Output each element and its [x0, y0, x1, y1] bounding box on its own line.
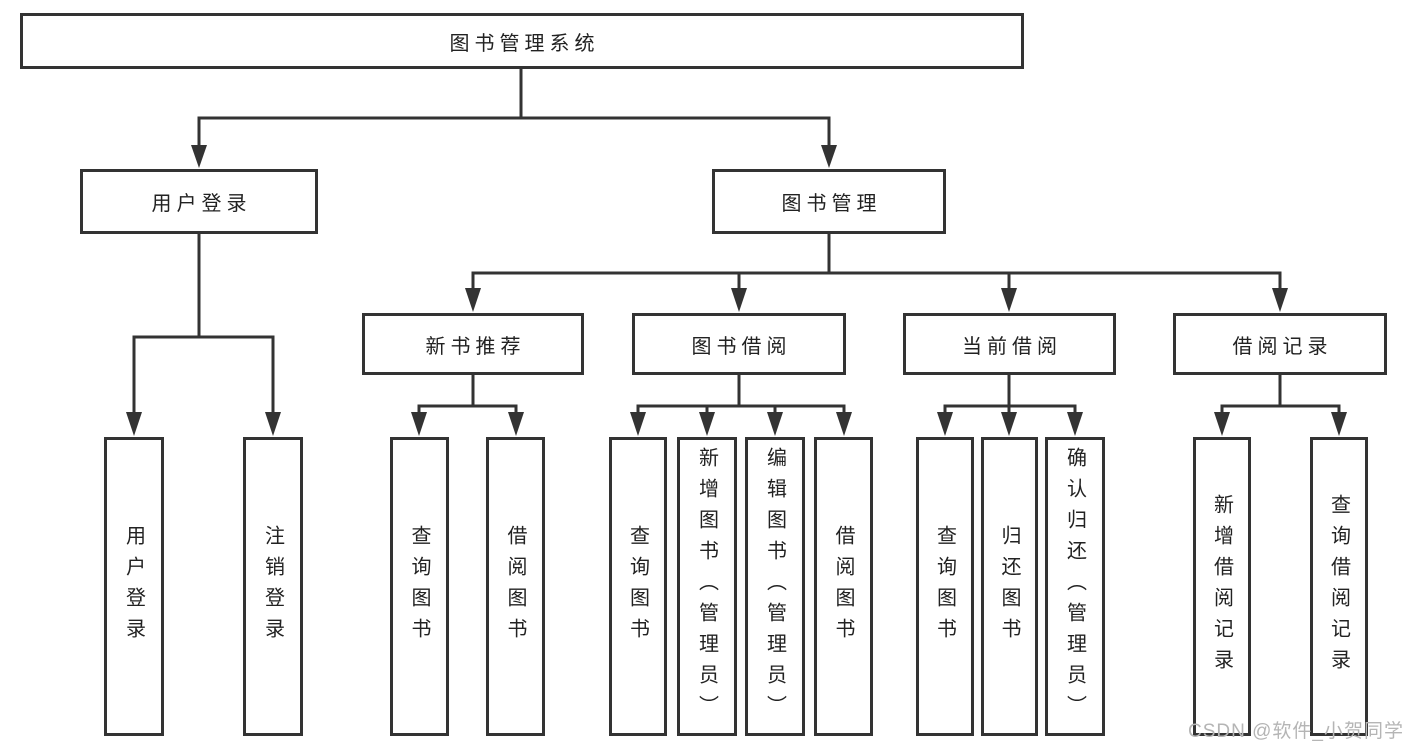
leaf-borrow-book-1: 借阅图书 [486, 437, 545, 736]
connector-root [191, 67, 837, 168]
node-current-borrow: 当前借阅 [903, 313, 1116, 375]
leaf-logout-label: 注销登录 [261, 524, 284, 649]
leaf-edit-book-admin: 编辑图书（管理员） [745, 437, 805, 736]
connector-book-borrow [630, 373, 852, 436]
leaf-add-borrow-record-label: 新增借阅记录 [1210, 493, 1233, 680]
leaf-query-book-1-label: 查询图书 [408, 524, 430, 649]
leaf-query-book-2: 查询图书 [609, 437, 667, 736]
leaf-query-book-3-label: 查询图书 [933, 524, 956, 649]
leaf-add-borrow-record: 新增借阅记录 [1193, 437, 1251, 736]
node-user-login: 用户登录 [80, 169, 318, 234]
node-borrow-records-label: 借阅记录 [1232, 335, 1333, 358]
leaf-user-login-label: 用户登录 [122, 524, 145, 649]
leaf-confirm-return-admin: 确认归还（管理员） [1045, 437, 1105, 736]
leaf-borrow-book-2-label: 借阅图书 [832, 524, 854, 649]
leaf-borrow-book-1-label: 借阅图书 [504, 524, 526, 649]
connector-current-borrow [937, 373, 1083, 436]
leaf-confirm-return-admin-label: 确认归还（管理员） [1063, 447, 1086, 726]
node-book-mgmt: 图书管理 [712, 169, 946, 234]
leaf-return-book-label: 归还图书 [998, 524, 1020, 649]
leaf-query-book-2-label: 查询图书 [626, 524, 649, 649]
node-book-borrow: 图书借阅 [632, 313, 846, 375]
node-root-label: 图书管理系统 [449, 32, 600, 55]
node-borrow-records: 借阅记录 [1173, 313, 1387, 375]
node-user-login-label: 用户登录 [151, 193, 252, 215]
node-new-book-rec-label: 新书推荐 [425, 335, 526, 358]
leaf-add-book-admin-label: 新增图书（管理员） [695, 447, 718, 726]
node-book-mgmt-label: 图书管理 [781, 193, 882, 215]
leaf-edit-book-admin-label: 编辑图书（管理员） [763, 447, 786, 726]
node-new-book-rec: 新书推荐 [362, 313, 584, 375]
connector-book-mgmt [465, 232, 1288, 312]
leaf-query-book-1: 查询图书 [390, 437, 449, 736]
leaf-add-book-admin: 新增图书（管理员） [677, 437, 737, 736]
leaf-logout: 注销登录 [243, 437, 303, 736]
leaf-query-borrow-record-label: 查询借阅记录 [1327, 493, 1350, 680]
leaf-query-borrow-record: 查询借阅记录 [1310, 437, 1368, 736]
node-current-borrow-label: 当前借阅 [962, 335, 1062, 358]
leaf-query-book-3: 查询图书 [916, 437, 974, 736]
connector-new-book-rec [411, 373, 524, 436]
connector-user-login [126, 232, 281, 436]
node-root: 图书管理系统 [20, 13, 1024, 69]
connector-borrow-records [1214, 373, 1347, 436]
node-book-borrow-label: 图书借阅 [691, 335, 792, 358]
leaf-return-book: 归还图书 [981, 437, 1038, 736]
csdn-watermark: CSDN @软件_小贺同学 [1188, 721, 1404, 742]
leaf-borrow-book-2: 借阅图书 [814, 437, 873, 736]
leaf-user-login: 用户登录 [104, 437, 164, 736]
